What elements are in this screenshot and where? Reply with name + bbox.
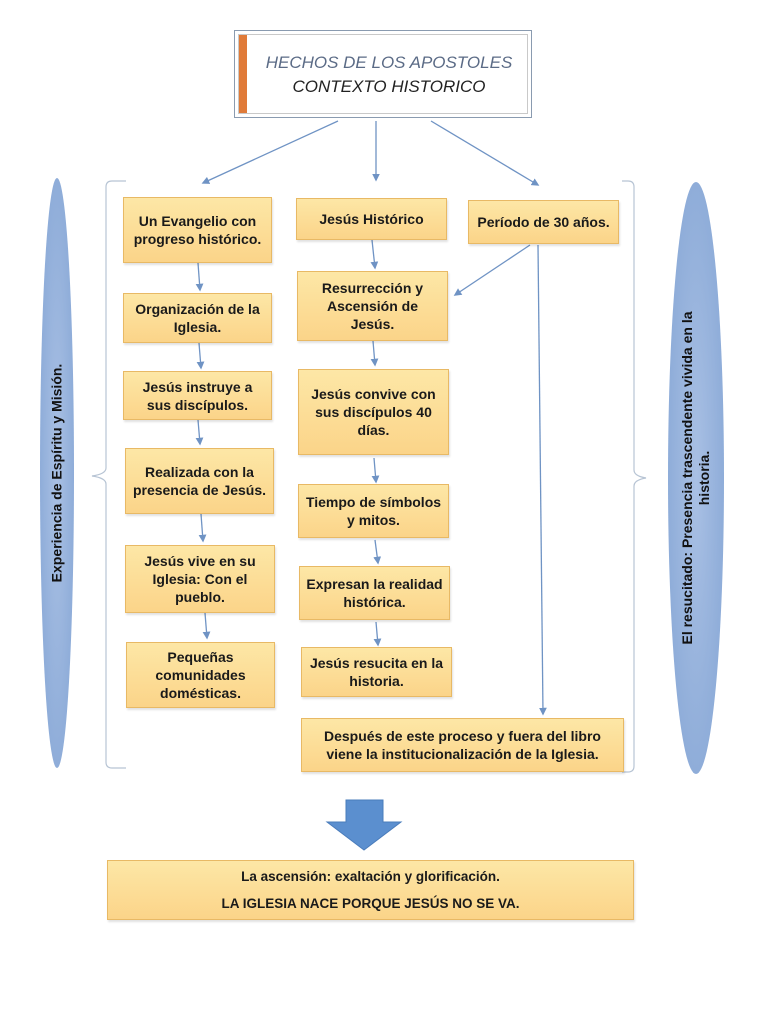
title-heading: HECHOS DE LOS APOSTOLES: [265, 53, 513, 72]
middle-box-6: Jesús resucita en la historia.: [301, 647, 452, 697]
final-process-box: Después de este proceso y fuera del libr…: [301, 718, 624, 772]
connector-title-to-left: [201, 120, 339, 184]
left-box-6: Pequeñas comunidades domésticas.: [126, 642, 275, 708]
connector-period-to-resurrection: [453, 244, 531, 296]
conclusion-box: La ascensión: exaltación y glorificación…: [107, 860, 634, 920]
connector-left-2: [196, 342, 205, 370]
left-box-1: Un Evangelio con progreso histórico.: [123, 197, 272, 263]
left-brace: [91, 180, 126, 769]
right-side-label-line2: historia.: [696, 450, 712, 506]
big-down-arrow-icon: [325, 799, 403, 851]
middle-box-3: Jesús convive con sus discípulos 40 días…: [298, 369, 449, 455]
connector-left-5: [202, 612, 211, 640]
connector-middle-4: [373, 539, 382, 565]
middle-box-5: Expresan la realidad histórica.: [299, 566, 450, 620]
connector-period-to-final: [537, 244, 547, 716]
middle-box-1: Jesús Histórico: [296, 198, 447, 240]
title-box: HECHOS DE LOS APOSTOLES CONTEXTO HISTORI…: [234, 30, 532, 118]
connector-middle-1: [370, 239, 379, 270]
left-box-4: Realizada con la presencia de Jesús.: [125, 448, 274, 514]
right-side-label-line1: El resucitado: Presencia trascendente vi…: [679, 311, 695, 645]
connector-left-3: [195, 419, 204, 446]
right-brace: [622, 180, 647, 773]
title-inner-frame: HECHOS DE LOS APOSTOLES CONTEXTO HISTORI…: [238, 34, 528, 114]
connector-left-4: [198, 513, 207, 543]
right-side-ellipse: El resucitado: Presencia trascendente vi…: [668, 182, 724, 774]
title-subheading: CONTEXTO HISTORICO: [292, 77, 486, 96]
right-box-period: Período de 30 años.: [468, 200, 619, 244]
middle-box-2: Resurrección y Ascensión de Jesús.: [297, 271, 448, 341]
conclusion-line2: LA IGLESIA NACE PORQUE JESÚS NO SE VA.: [221, 896, 520, 911]
title-accent-bar: [239, 35, 247, 113]
connector-left-1: [195, 262, 204, 292]
left-box-5: Jesús vive en su Iglesia: Con el pueblo.: [125, 545, 275, 613]
left-side-ellipse: Experiencia de Espíritu y Misión.: [40, 178, 74, 768]
middle-box-4: Tiempo de símbolos y mitos.: [298, 484, 449, 538]
connector-title-to-right: [430, 120, 540, 186]
connector-middle-3: [371, 457, 380, 484]
left-box-2: Organización de la Iglesia.: [123, 293, 272, 343]
conclusion-line1: La ascensión: exaltación y glorificación…: [241, 869, 500, 884]
left-box-3: Jesús instruye a sus discípulos.: [123, 371, 272, 420]
left-side-label: Experiencia de Espíritu y Misión.: [48, 363, 65, 583]
connector-middle-2: [370, 340, 379, 367]
connector-middle-5: [373, 621, 382, 647]
right-side-label: El resucitado: Presencia trascendente vi…: [679, 311, 713, 644]
